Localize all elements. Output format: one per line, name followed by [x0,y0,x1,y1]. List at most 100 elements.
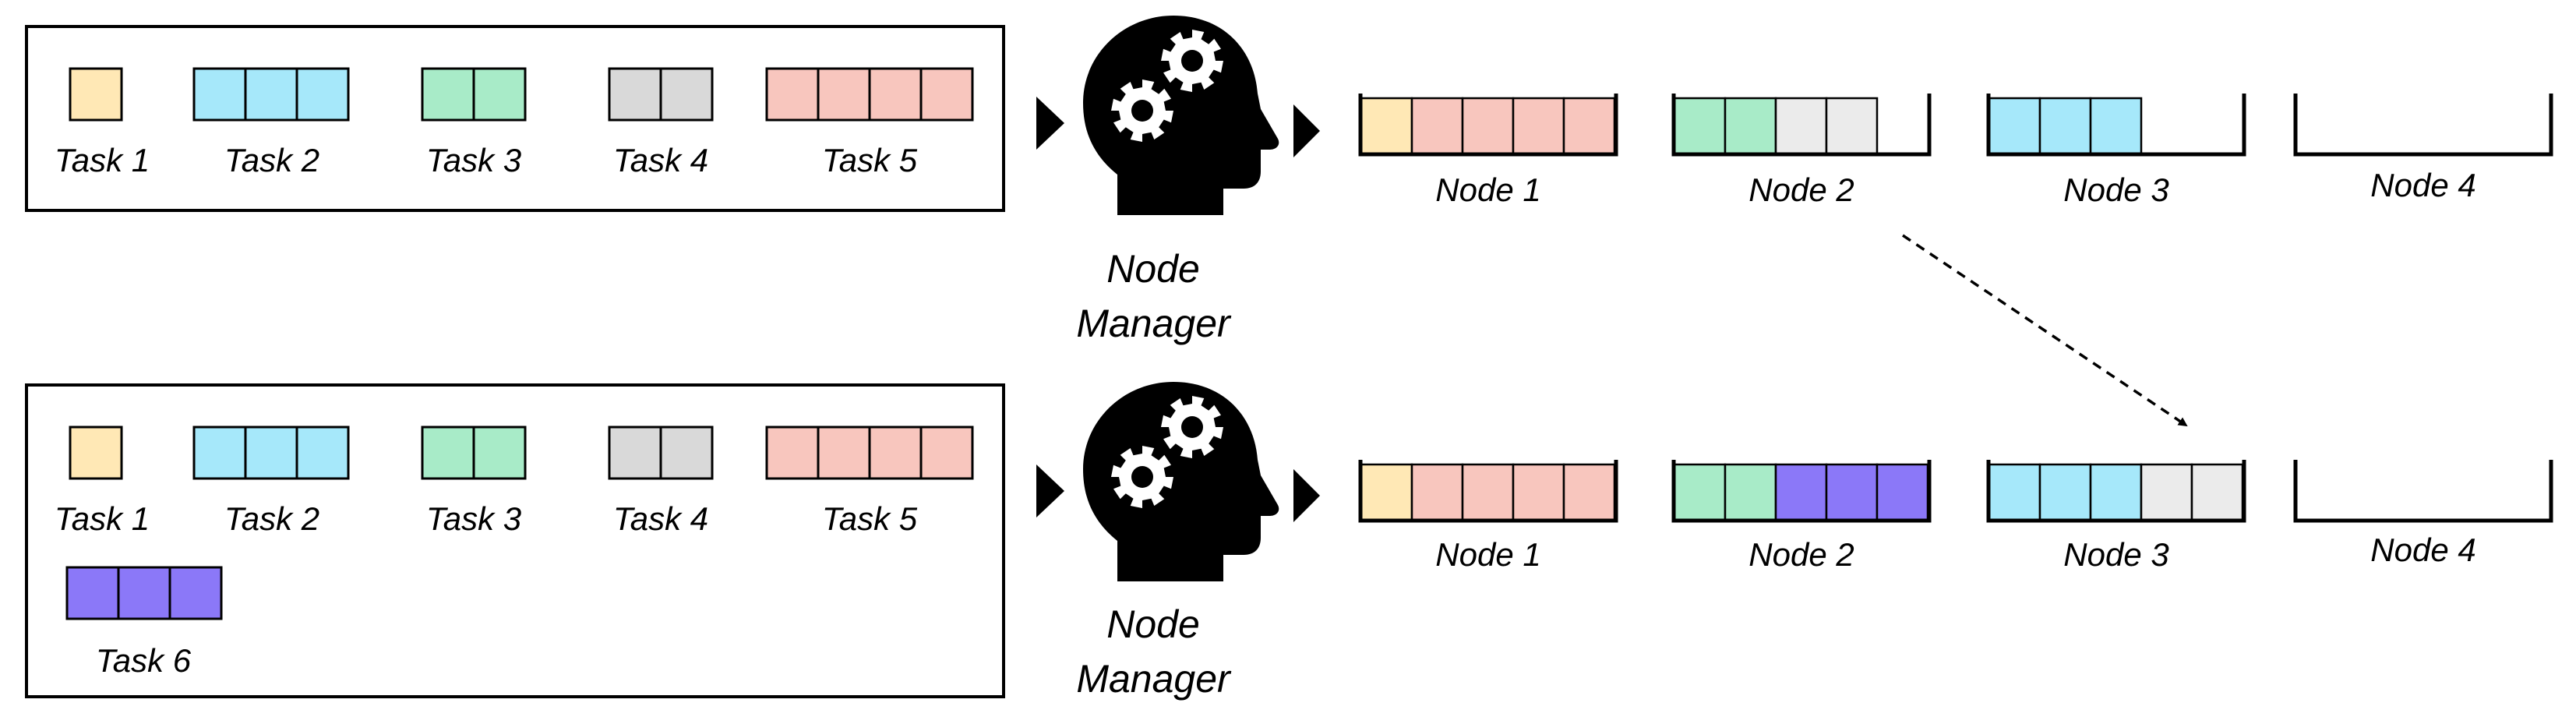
node-slot [1774,97,1828,156]
task-slot [472,426,527,480]
node-slot [1512,97,1565,156]
top-node-2-label: Node 2 [1749,171,1854,208]
bottom-task-3 [421,426,527,480]
top-task-2-label: Task 2 [224,142,319,178]
node-slot [1988,463,2041,522]
top-node-2 [1671,94,1932,157]
node-bin-outline [1671,460,1932,523]
node-slot [1360,463,1413,522]
task-slot [765,426,820,480]
node-bin-outline [2293,94,2553,157]
task-slot [868,426,923,480]
task-slot [817,67,871,122]
head-silhouette [1083,382,1279,581]
bottom-task-4-label: Task 4 [613,500,708,537]
top-task-5-label: Task 5 [822,142,918,178]
bottom-task-3-label: Task 3 [426,500,521,537]
task-slot [295,67,350,122]
manager-head-icon [1083,16,1279,215]
bottom-row: Task 1 Task 2 Task 3 Task 4 Task 5 Task … [25,382,2553,701]
task-slot [472,67,527,122]
top-node-1-label: Node 1 [1435,171,1540,208]
top-task-1 [69,67,123,122]
bottom-task-1-label: Task 1 [55,500,150,537]
task-slot [919,67,974,122]
task-slot [244,67,298,122]
bottom-task-2 [192,426,350,480]
bottom-task-5 [765,426,974,480]
task-slot [295,426,350,480]
node-slot [1774,463,1828,522]
node-slot [2190,463,2244,522]
top-node-1 [1358,94,1618,157]
task-slot [69,426,123,480]
top-row: Task 1 Task 2 Task 3 Task 4 Task 5 Node … [25,16,2553,345]
node-slot [1410,97,1464,156]
task-slot [421,67,475,122]
bottom-task-6-label: Task 6 [96,642,192,679]
task-slot [65,566,120,620]
task-slot [765,67,820,122]
node-bin-outline [1358,460,1618,523]
task-slot [868,67,923,122]
node-bin-outline [1986,460,2246,523]
node-bin-outline [1671,94,1932,157]
top-task-5 [765,67,974,122]
bottom-node-2-label: Node 2 [1749,536,1854,573]
manager-label-line2: Manager [1076,657,1232,701]
node-slot [1360,97,1413,156]
bottom-task-2-label: Task 2 [224,500,319,537]
task-slot [659,67,714,122]
node-slot [2038,463,2092,522]
node-bin-outline [1358,94,1618,157]
top-node-4 [2293,94,2553,157]
node-slot [1724,463,1777,522]
manager-head-icon [1083,382,1279,581]
node-bin-outline [1986,94,2246,157]
node-slot [1461,97,1515,156]
top-task-queue-box [25,25,1005,212]
top-task-2 [192,67,350,122]
top-task-4 [608,67,714,122]
bottom-task-4 [608,426,714,480]
manager-label-line1: Node [1106,602,1200,646]
bottom-task-1 [69,426,123,480]
node-slot [1673,463,1727,522]
bottom-node-1 [1358,460,1618,523]
node-slot [1410,463,1464,522]
task-slot [608,67,662,122]
node-slot [1876,463,1929,522]
manager-to-nodes-arrow-icon [1293,104,1320,157]
top-task-4-label: Task 4 [613,142,708,178]
top-node-3-label: Node 3 [2063,171,2168,208]
node-slot [2089,463,2143,522]
task-slot [168,566,223,620]
top-node-4-label: Node 4 [2370,167,2475,203]
node-slot [2038,97,2092,156]
node-slot [1724,97,1777,156]
bottom-task-queue-box [25,383,1005,698]
node-slot [2089,97,2143,156]
node-slot [1988,97,2041,156]
node-slot [1512,463,1565,522]
manager-label-line2: Manager [1076,302,1232,345]
node-bin-outline [2293,460,2553,523]
queue-to-manager-arrow-icon [1036,97,1064,150]
task-slot [817,426,871,480]
node-slot [2140,463,2193,522]
node-slot [1461,463,1515,522]
task-slot [69,67,123,122]
manager-to-nodes-arrow-icon [1293,469,1320,522]
task-slot [659,426,714,480]
node-slot [1673,97,1727,156]
node-slot [1825,463,1879,522]
migration-dashed-arrow [1902,234,2188,427]
task-slot [192,67,247,122]
bottom-node-2 [1671,460,1932,523]
bottom-node-1-label: Node 1 [1435,536,1540,573]
task-slot [919,426,974,480]
bottom-task-5-label: Task 5 [822,500,918,537]
bottom-task-6 [65,566,223,620]
top-node-3 [1986,94,2246,157]
